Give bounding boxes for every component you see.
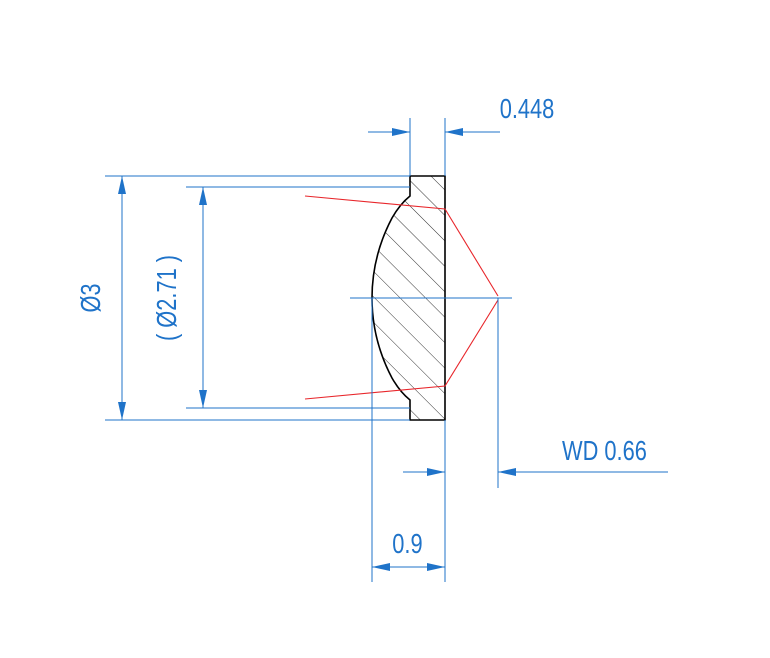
light-rays bbox=[304, 195, 499, 400]
ray-lower bbox=[304, 299, 499, 400]
arrow-down bbox=[199, 390, 207, 408]
working-distance-label: WD 0.66 bbox=[562, 435, 647, 466]
arrow-left bbox=[372, 563, 390, 571]
ray-upper bbox=[304, 195, 499, 297]
arrow-right bbox=[392, 128, 410, 136]
arrow-right bbox=[427, 563, 445, 571]
clear-aperture-dimension: ( Ø2.71 ) bbox=[151, 186, 410, 409]
arrow-up bbox=[199, 187, 207, 205]
center-thickness-label: 0.448 bbox=[500, 93, 555, 124]
arrow-up bbox=[118, 176, 126, 194]
total-length-label: 0.9 bbox=[392, 528, 422, 559]
arrow-left bbox=[445, 128, 463, 136]
arrow-down bbox=[118, 402, 126, 420]
thickness-dimension: 0.448 bbox=[368, 93, 554, 176]
clear-aperture-label: ( Ø2.71 ) bbox=[151, 255, 182, 341]
arrow-left bbox=[498, 468, 516, 476]
outer-diameter-dimension: Ø3 bbox=[75, 175, 410, 421]
working-distance-dimension: WD 0.66 bbox=[403, 298, 668, 582]
total-length-dimension: 0.9 bbox=[371, 298, 445, 582]
outer-diameter-label: Ø3 bbox=[75, 283, 106, 312]
arrow-right bbox=[427, 468, 445, 476]
